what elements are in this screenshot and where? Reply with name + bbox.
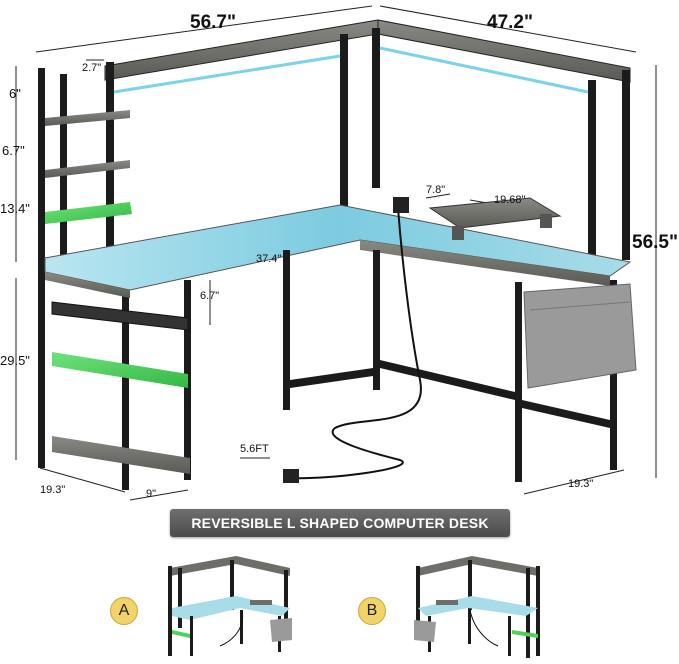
monitor-stand	[428, 197, 562, 240]
dim-base-right-depth: 19.3"	[568, 478, 594, 490]
dim-shelf-1: 6"	[9, 86, 21, 101]
dim-depth-top: 47.2"	[487, 12, 533, 33]
dim-monitor-stand-width: 19.68"	[494, 194, 526, 206]
option-b-badge: B	[358, 597, 386, 625]
option-a-thumbnail	[168, 556, 292, 656]
storage-bag	[523, 283, 637, 389]
option-b-thumbnail	[414, 556, 540, 658]
dim-base-shelf-width: 9"	[146, 488, 157, 500]
option-b-label: B	[366, 602, 378, 619]
dim-height-total: 56.5"	[632, 232, 678, 253]
option-a-badge: A	[110, 597, 138, 625]
left-shelf-tower	[38, 68, 191, 490]
power-cord	[283, 197, 422, 483]
dim-hutch-gap: 2.7"	[82, 62, 102, 74]
desktop-surface	[44, 204, 632, 298]
dim-base-left-depth: 19.3"	[40, 484, 66, 496]
banner-text: REVERSIBLE L SHAPED COMPUTER DESK	[191, 515, 489, 531]
dim-under-gap: 6.7"	[200, 290, 220, 302]
option-a-label: A	[118, 602, 130, 619]
dim-inner-length: 37.4"	[256, 253, 282, 265]
reversible-banner: REVERSIBLE L SHAPED COMPUTER DESK	[170, 509, 510, 537]
dim-shelf-2: 6.7"	[2, 143, 25, 158]
desk-legs	[283, 250, 617, 482]
hutch	[104, 19, 631, 260]
dim-shelf-3: 13.4"	[0, 201, 30, 216]
dim-width-top: 56.7"	[190, 12, 236, 33]
dim-monitor-stand-depth: 7.8"	[426, 184, 446, 196]
dim-cord-length: 5.6FT	[240, 443, 269, 455]
dim-lower-height: 29.5"	[0, 353, 30, 368]
